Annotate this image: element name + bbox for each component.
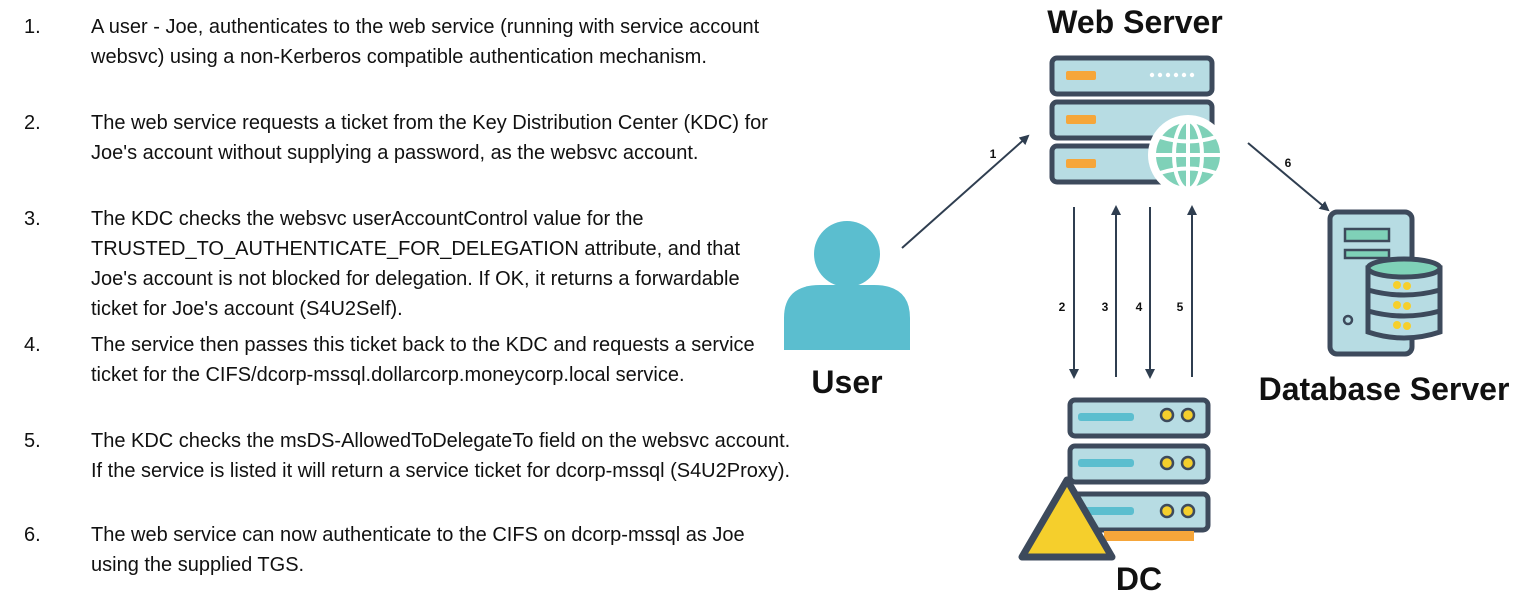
server-unit — [1067, 443, 1211, 485]
step-number: 1. — [24, 16, 41, 38]
user-label: User — [811, 364, 882, 400]
step-number: 6. — [24, 524, 41, 546]
web-server-label: Web Server — [1047, 4, 1223, 40]
arrow-label-3: 3 — [1102, 300, 1109, 314]
arrow-label-6: 6 — [1285, 156, 1292, 170]
user-icon — [784, 221, 910, 350]
step-text: The service then passes this ticket back… — [91, 334, 755, 386]
dc-server-icon — [1067, 397, 1211, 541]
step-text: A user - Joe, authenticates to the web s… — [91, 16, 760, 68]
step-number: 4. — [24, 334, 41, 356]
step-number: 3. — [24, 208, 41, 230]
warning-icon — [1018, 476, 1116, 561]
arrow-step-1 — [901, 134, 1030, 249]
server-unit — [1067, 397, 1211, 439]
dc-label: DC — [1116, 561, 1162, 597]
step-number: 2. — [24, 112, 41, 134]
arrow-label-4: 4 — [1136, 300, 1143, 314]
database-server-label: Database Server — [1259, 371, 1510, 407]
arrow-step-6 — [1247, 142, 1330, 212]
arrow-label-1: 1 — [990, 147, 997, 161]
delegation-diagram: Web Server User Database Server — [784, 4, 1510, 597]
database-server-icon — [1327, 209, 1443, 357]
step-text: The web service requests a ticket from t… — [91, 112, 768, 164]
step-number: 5. — [24, 430, 41, 452]
globe-icon — [1148, 115, 1228, 195]
arrow-label-2: 2 — [1059, 300, 1066, 314]
arrow-label-5: 5 — [1177, 300, 1184, 314]
step-text: The web service can now authenticate to … — [91, 524, 745, 576]
database-cylinder-icon — [1365, 256, 1443, 341]
step-text: The KDC checks the websvc userAccountCon… — [91, 208, 741, 320]
server-unit — [1049, 55, 1215, 97]
step-text: The KDC checks the msDS-AllowedToDelegat… — [91, 430, 791, 482]
